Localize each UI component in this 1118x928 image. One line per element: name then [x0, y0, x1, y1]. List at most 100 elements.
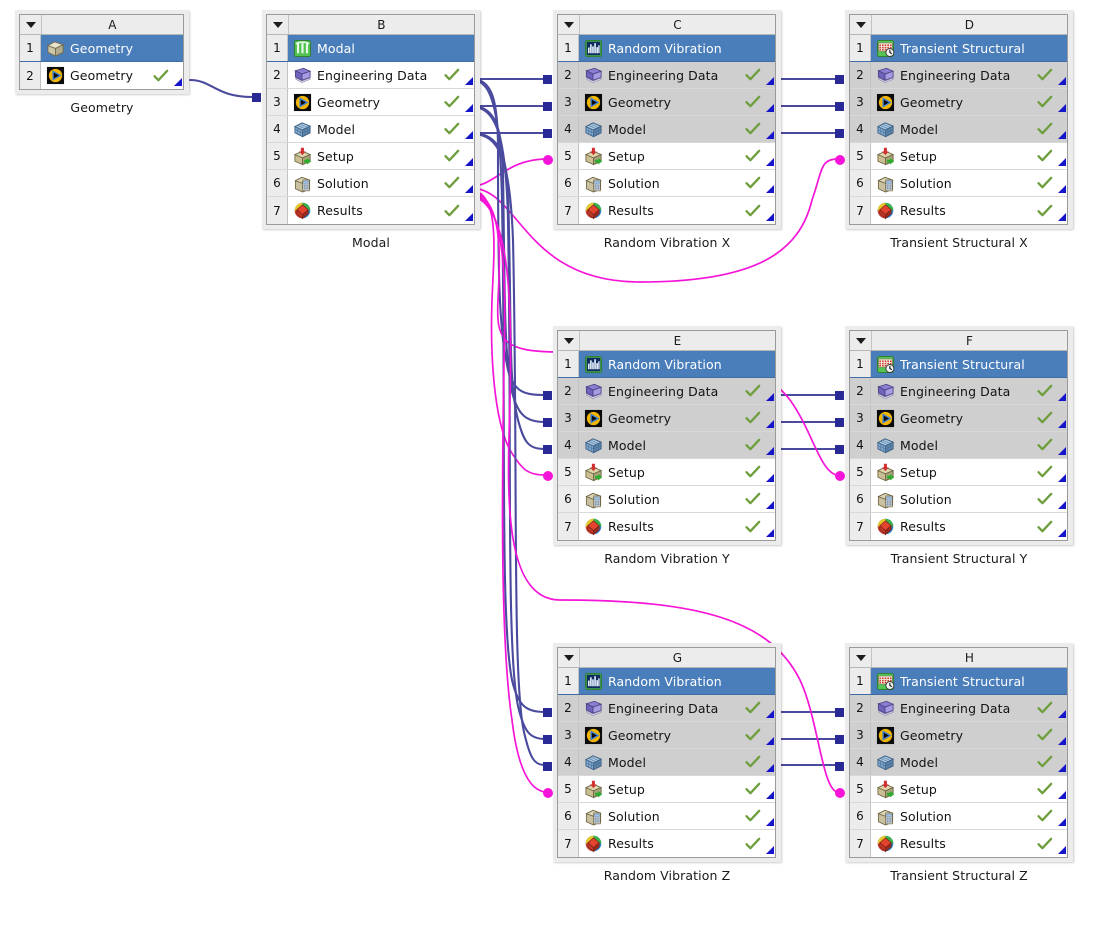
chevron-down-icon[interactable] [850, 331, 872, 350]
wire-B3-to-E3[interactable] [472, 106, 545, 422]
block-header-A[interactable]: A [19, 14, 184, 35]
wire-B3-to-G3[interactable] [472, 107, 545, 739]
cell-F7[interactable]: 7 Results [850, 513, 1067, 540]
corner-triangle-icon[interactable] [1056, 695, 1067, 721]
chevron-down-icon[interactable] [558, 331, 580, 350]
cell-C5[interactable]: 5 Setup [558, 143, 775, 170]
cell-D2[interactable]: 2 Engineering Data [850, 62, 1067, 89]
corner-triangle-icon[interactable] [172, 62, 183, 89]
cell-H4[interactable]: 4 Model [850, 749, 1067, 776]
wire-B6-to-C5[interactable] [472, 159, 545, 186]
port-H4-in[interactable] [835, 762, 844, 771]
corner-triangle-icon[interactable] [463, 143, 474, 169]
port-C2-in[interactable] [543, 75, 552, 84]
corner-triangle-icon[interactable] [764, 170, 775, 196]
cell-F1[interactable]: 1 Transient Structural [850, 351, 1067, 378]
corner-triangle-icon[interactable] [1056, 459, 1067, 485]
cell-D4[interactable]: 4 Model [850, 116, 1067, 143]
wire-B2-to-E2[interactable] [472, 79, 545, 395]
cell-B5[interactable]: 5 Setup [267, 143, 474, 170]
system-block-E[interactable]: E1 Random Vibration2 Engineering Data 3 … [553, 326, 781, 545]
system-block-D[interactable]: D1 Transient Structural2 Engineering Dat… [845, 10, 1073, 229]
cell-G6[interactable]: 6 Solution [558, 803, 775, 830]
corner-triangle-icon[interactable] [1056, 143, 1067, 169]
system-block-F[interactable]: F1 Transient Structural2 Engineering Dat… [845, 326, 1073, 545]
corner-triangle-icon[interactable] [764, 749, 775, 775]
port-D4-in[interactable] [835, 129, 844, 138]
corner-triangle-icon[interactable] [764, 62, 775, 88]
cell-E7[interactable]: 7 Results [558, 513, 775, 540]
corner-triangle-icon[interactable] [764, 695, 775, 721]
cell-C7[interactable]: 7 Results [558, 197, 775, 224]
system-block-H[interactable]: H1 Transient Structural2 Engineering Dat… [845, 643, 1073, 862]
corner-triangle-icon[interactable] [463, 62, 474, 88]
cell-F6[interactable]: 6 Solution [850, 486, 1067, 513]
chevron-down-icon[interactable] [558, 15, 580, 34]
cell-H2[interactable]: 2 Engineering Data [850, 695, 1067, 722]
block-header-D[interactable]: D [849, 14, 1068, 35]
port-D5-in[interactable] [835, 155, 845, 165]
corner-triangle-icon[interactable] [463, 197, 474, 224]
cell-E1[interactable]: 1 Random Vibration [558, 351, 775, 378]
corner-triangle-icon[interactable] [764, 89, 775, 115]
corner-triangle-icon[interactable] [1056, 803, 1067, 829]
corner-triangle-icon[interactable] [764, 803, 775, 829]
system-block-G[interactable]: G1 Random Vibration2 Engineering Data 3 … [553, 643, 781, 862]
cell-G2[interactable]: 2 Engineering Data [558, 695, 775, 722]
wire-A2-to-B3[interactable] [190, 80, 252, 97]
cell-H7[interactable]: 7 Results [850, 830, 1067, 857]
cell-H5[interactable]: 5 Setup [850, 776, 1067, 803]
cell-C6[interactable]: 6 Solution [558, 170, 775, 197]
cell-B7[interactable]: 7 Results [267, 197, 474, 224]
port-G3-in[interactable] [543, 735, 552, 744]
port-G4-in[interactable] [543, 762, 552, 771]
port-D2-in[interactable] [835, 75, 844, 84]
cell-D3[interactable]: 3 Geometry [850, 89, 1067, 116]
corner-triangle-icon[interactable] [764, 486, 775, 512]
block-header-B[interactable]: B [266, 14, 475, 35]
cell-E4[interactable]: 4 Model [558, 432, 775, 459]
cell-H1[interactable]: 1 Transient Structural [850, 668, 1067, 695]
cell-H3[interactable]: 3 Geometry [850, 722, 1067, 749]
port-H2-in[interactable] [835, 708, 844, 717]
chevron-down-icon[interactable] [850, 648, 872, 667]
corner-triangle-icon[interactable] [764, 776, 775, 802]
cell-E5[interactable]: 5 Setup [558, 459, 775, 486]
corner-triangle-icon[interactable] [1056, 197, 1067, 224]
cell-G3[interactable]: 3 Geometry [558, 722, 775, 749]
corner-triangle-icon[interactable] [463, 89, 474, 115]
cell-C3[interactable]: 3 Geometry [558, 89, 775, 116]
chevron-down-icon[interactable] [558, 648, 580, 667]
corner-triangle-icon[interactable] [1056, 62, 1067, 88]
corner-triangle-icon[interactable] [764, 197, 775, 224]
corner-triangle-icon[interactable] [1056, 170, 1067, 196]
cell-C2[interactable]: 2 Engineering Data [558, 62, 775, 89]
port-H5-in[interactable] [835, 788, 845, 798]
cell-E3[interactable]: 3 Geometry [558, 405, 775, 432]
port-F4-in[interactable] [835, 445, 844, 454]
cell-D5[interactable]: 5 Setup [850, 143, 1067, 170]
cell-F4[interactable]: 4 Model [850, 432, 1067, 459]
corner-triangle-icon[interactable] [1056, 830, 1067, 857]
corner-triangle-icon[interactable] [764, 143, 775, 169]
chevron-down-icon[interactable] [850, 15, 872, 34]
cell-H6[interactable]: 6 Solution [850, 803, 1067, 830]
port-H3-in[interactable] [835, 735, 844, 744]
cell-G7[interactable]: 7 Results [558, 830, 775, 857]
corner-triangle-icon[interactable] [1056, 486, 1067, 512]
port-F2-in[interactable] [835, 391, 844, 400]
cell-B1[interactable]: 1 Modal [267, 35, 474, 62]
corner-triangle-icon[interactable] [764, 405, 775, 431]
chevron-down-icon[interactable] [20, 15, 42, 34]
cell-B2[interactable]: 2 Engineering Data [267, 62, 474, 89]
wire-B6-to-G5[interactable] [472, 194, 545, 792]
cell-F5[interactable]: 5 Setup [850, 459, 1067, 486]
cell-E2[interactable]: 2 Engineering Data [558, 378, 775, 405]
corner-triangle-icon[interactable] [1056, 405, 1067, 431]
port-C5-in[interactable] [543, 155, 553, 165]
corner-triangle-icon[interactable] [463, 170, 474, 196]
port-E2-in[interactable] [543, 391, 552, 400]
port-G2-in[interactable] [543, 708, 552, 717]
wire-B4-to-E4[interactable] [472, 133, 545, 449]
wire-B4-to-G4[interactable] [472, 134, 545, 765]
